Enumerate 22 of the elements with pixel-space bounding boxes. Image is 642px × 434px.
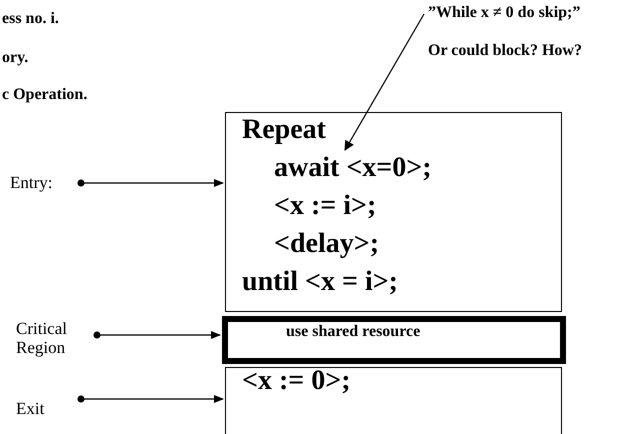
critical-region-box bbox=[222, 316, 566, 364]
callout-text: ”While x ≠ 0 do skip;” bbox=[428, 4, 580, 22]
note-text: ess no. i. bbox=[2, 10, 59, 28]
arrow bbox=[78, 179, 224, 187]
arrow bbox=[94, 331, 221, 339]
code-box bbox=[225, 112, 562, 312]
side-label: Exit bbox=[14, 398, 70, 422]
side-label: Critical Region bbox=[14, 318, 86, 366]
code-box bbox=[225, 367, 562, 434]
code-line: <delay>; bbox=[274, 229, 380, 260]
code-line: Repeat bbox=[242, 115, 326, 146]
code-line: <x := 0>; bbox=[242, 366, 351, 397]
code-line: <x := i>; bbox=[274, 191, 376, 222]
leader-line bbox=[344, 14, 425, 151]
code-line: until <x = i>; bbox=[242, 267, 398, 298]
note-text: c Operation. bbox=[2, 86, 88, 104]
side-label: Entry: bbox=[8, 172, 70, 196]
code-line: await <x=0>; bbox=[274, 153, 432, 184]
callout-text: Or could block? How? bbox=[428, 42, 582, 60]
note-text: ory. bbox=[2, 49, 28, 67]
arrow bbox=[78, 395, 224, 403]
code-line: use shared resource bbox=[286, 323, 420, 341]
